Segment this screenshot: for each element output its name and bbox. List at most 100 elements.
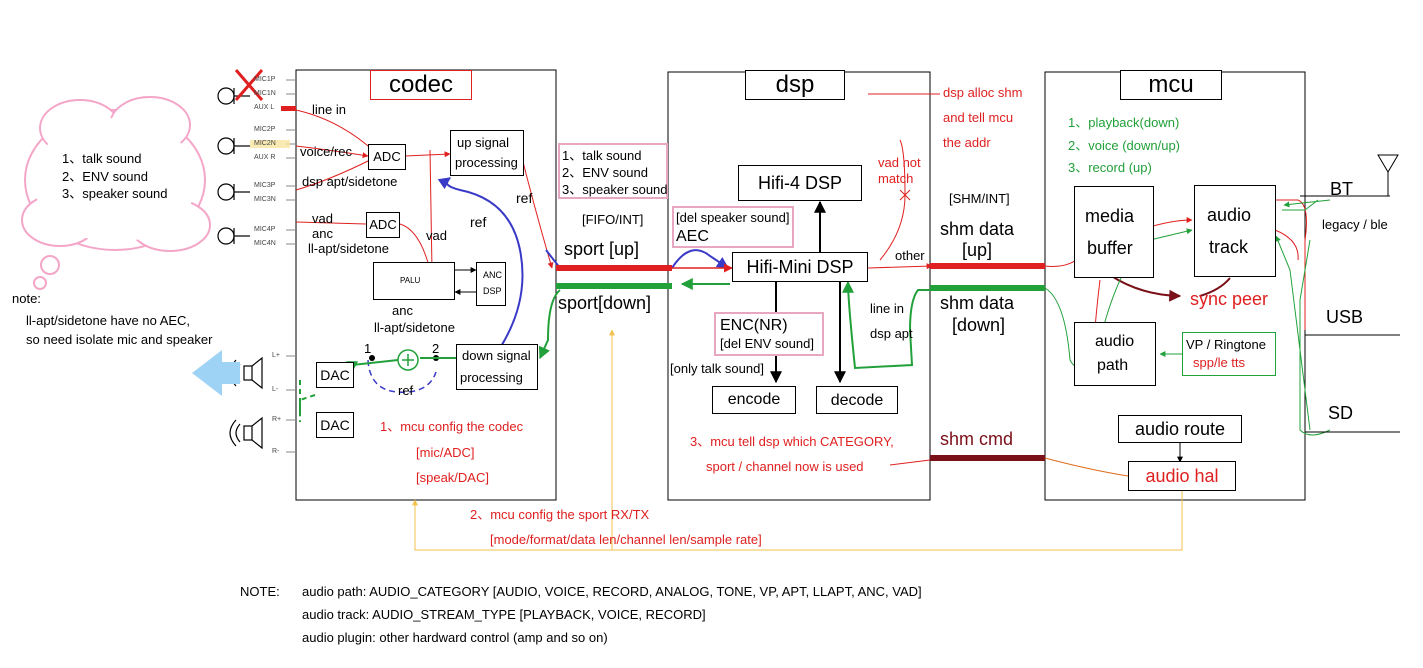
enc-label: ENC(NR)	[720, 317, 788, 334]
pin-label: R-	[272, 448, 280, 455]
palu-block: PALU	[373, 262, 455, 300]
sound-type-env: 2、ENV sound	[562, 165, 648, 180]
pin-label: AUX L	[254, 104, 275, 111]
label-line-in: line in	[312, 102, 346, 117]
up-signal-label: up signal	[457, 135, 510, 150]
pin-label: R+	[272, 416, 282, 423]
cloud-item-speaker: 3、speaker sound	[62, 186, 168, 201]
audio-path-label-1: audio	[1095, 333, 1135, 350]
note-audio-plugin: audio plugin: other hardward control (am…	[302, 630, 608, 645]
label-anc-b: anc	[392, 303, 413, 318]
audio-track-label-2: track	[1209, 237, 1249, 257]
label-llapt: ll-apt/sidetone	[308, 241, 389, 256]
ref-label-bottom: ref	[398, 383, 414, 398]
audio-route-block: audio route	[1118, 415, 1242, 443]
pin-label: MIC1N	[254, 90, 276, 97]
dac-right: DAC	[316, 412, 354, 438]
pin-label: MIC3N	[254, 196, 276, 203]
vp-ringtone-label: VP / Ringtone	[1186, 337, 1266, 352]
note-audio-path: audio path: AUDIO_CATEGORY [AUDIO, VOICE…	[302, 584, 922, 599]
dsp-config-1: 3、mcu tell dsp which CATEGORY,	[690, 434, 894, 449]
label-other: other	[895, 248, 925, 263]
audio-path-block: audio path	[1074, 322, 1156, 386]
shm-data-down-2: [down]	[952, 315, 1006, 335]
up-signal-processing: up signal processing	[450, 130, 524, 176]
sound-out-arrow-icon	[192, 350, 240, 396]
cloud-item-talk: 1、talk sound	[62, 151, 142, 166]
codec-config-2: [mic/ADC]	[416, 445, 475, 460]
anc-dsp-label-1: ANC	[483, 270, 503, 280]
thought-cloud	[21, 96, 211, 290]
sd-label: SD	[1328, 403, 1354, 423]
sport-config-2: [mode/format/data len/channel len/sample…	[490, 532, 762, 547]
label-dsp-apt: dsp apt/sidetone	[302, 174, 398, 189]
disabled-mic-cross-icon	[234, 69, 264, 101]
node-1: 1	[364, 341, 372, 356]
mcu-title: mcu	[1120, 70, 1222, 100]
anc-dsp-block: ANC DSP	[476, 262, 506, 306]
down-signal-processing: down signal processing	[456, 344, 538, 390]
note-left-title: note:	[12, 291, 41, 306]
adc-1: ADC	[368, 144, 406, 170]
sport-down-label: sport[down]	[558, 293, 652, 313]
only-talk-label: [only talk sound]	[670, 361, 764, 376]
audio-track-block: audio track	[1194, 185, 1276, 277]
pin-label: L+	[272, 352, 280, 359]
aec-del-speaker: [del speaker sound]	[676, 210, 790, 225]
encode-block: encode	[712, 386, 796, 414]
label-vad-b: vad	[426, 228, 447, 243]
anc-dsp-label-2: DSP	[483, 286, 502, 296]
media-buffer-label-1: media	[1085, 206, 1135, 226]
enc-del-env: [del ENV sound]	[720, 336, 814, 351]
bt-label: BT	[1330, 179, 1354, 199]
sound-type-talk: 1、talk sound	[562, 148, 642, 163]
codec-config-1: 1、mcu config the codec	[380, 419, 524, 434]
pin-label: AUX R	[254, 154, 276, 161]
shm-alloc-3: the addr	[943, 135, 991, 150]
ref-label-mid: ref	[470, 214, 487, 230]
vad-not-match-2: match	[878, 171, 914, 186]
mcu-record: 3、record (up)	[1068, 160, 1152, 175]
pin-label: MIC2P	[254, 126, 276, 133]
audio-hal-block: audio hal	[1128, 461, 1236, 491]
label-voice-rec: voice/rec	[300, 144, 353, 159]
pin-label: MIC2N	[254, 140, 276, 147]
media-buffer-block: media buffer	[1074, 186, 1154, 278]
sound-type-speaker: 3、speaker sound	[562, 182, 668, 197]
dsp-title: dsp	[745, 70, 845, 100]
cloud-item-env: 2、ENV sound	[62, 169, 148, 184]
pin-label: MIC3P	[254, 182, 276, 189]
pin-label: L-	[272, 386, 279, 393]
pin-label: MIC4N	[254, 240, 276, 247]
usb-label: USB	[1326, 307, 1364, 327]
shm-int-label: [SHM/INT]	[949, 191, 1010, 206]
hifi4-dsp: Hifi-4 DSP	[738, 165, 862, 201]
ref-label-up: ref	[516, 190, 533, 206]
label-dsp-line-in: line in	[870, 301, 904, 316]
pin-label: MIC4P	[254, 226, 276, 233]
pin-label: MIC1P	[254, 76, 276, 83]
decode-block: decode	[816, 386, 898, 414]
dsp-config-2: sport / channel now is used	[706, 459, 864, 474]
vp-ringtone-block: VP / Ringtone spp/le tts	[1182, 332, 1276, 376]
note-bottom-label: NOTE:	[240, 584, 280, 599]
down-processing-label: processing	[460, 370, 523, 385]
shm-alloc-2: and tell mcu	[943, 110, 1014, 125]
adc-2: ADC	[366, 212, 400, 238]
label-vad: vad	[312, 211, 333, 226]
codec-title: codec	[370, 70, 472, 100]
shm-data-down-1: shm data	[940, 293, 1015, 313]
spp-le-tts-label: spp/le tts	[1193, 355, 1246, 370]
audio-track-label-1: audio	[1207, 205, 1252, 225]
antenna-icon	[1377, 154, 1399, 196]
aec-label: AEC	[676, 228, 709, 245]
enc-box: ENC(NR) [del ENV sound]	[714, 312, 824, 356]
sound-types-box: 1、talk sound 2、ENV sound 3、speaker sound	[558, 143, 668, 199]
shm-alloc-1: dsp alloc shm	[943, 85, 1023, 100]
codec-config-3: [speak/DAC]	[416, 470, 489, 485]
fifo-int-label: [FIFO/INT]	[582, 212, 644, 227]
down-signal-label: down signal	[462, 348, 531, 363]
aec-box: [del speaker sound] AEC	[672, 206, 794, 248]
shm-data-up-2: [up]	[962, 240, 993, 260]
